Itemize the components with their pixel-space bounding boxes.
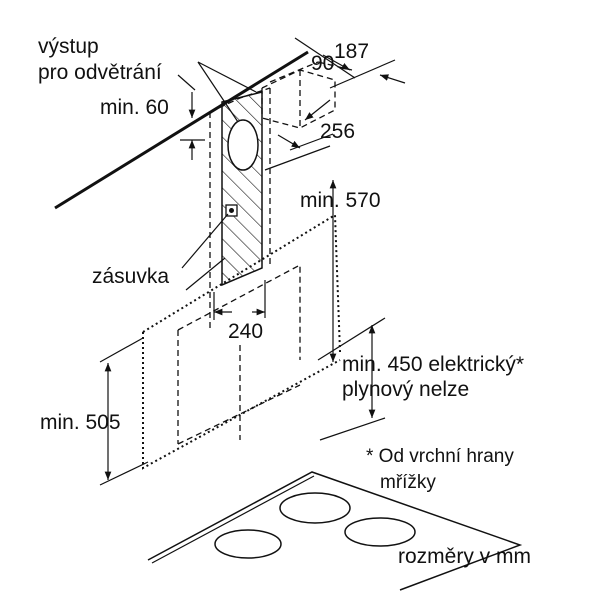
ceiling-box-dashed — [261, 61, 353, 129]
hood-outline-dotted — [142, 213, 341, 470]
cooktop — [147, 471, 523, 591]
burner-front-left — [214, 529, 282, 559]
vent-outlet-label-2: pro odvětrání — [38, 61, 162, 84]
dim-256-label: 256 — [320, 120, 356, 143]
vent-outlet-circle — [227, 119, 259, 171]
ceiling-line — [54, 50, 309, 210]
dim-187-label: 187 — [334, 40, 370, 63]
burner-back — [279, 492, 351, 524]
burner-front-right — [344, 517, 416, 547]
socket-symbol — [225, 204, 238, 217]
min-450-label: min. 450 elektrický* — [342, 353, 525, 376]
min-60-label: min. 60 — [100, 96, 169, 119]
socket-label: zásuvka — [92, 265, 170, 288]
dim-90-label: 90 — [311, 52, 335, 75]
min-570-label: min. 570 — [300, 189, 381, 212]
footnote-label: * Od vrchní hrany — [366, 446, 514, 467]
units-label: rozměry v mm — [398, 545, 531, 568]
dim-240-label: 240 — [228, 320, 264, 343]
vent-outlet-label: výstup — [38, 35, 99, 58]
min-450-label-2: plynový nelze — [342, 378, 470, 401]
footnote-label-2: mřížky — [380, 472, 436, 493]
hood-canopy-dashed — [177, 263, 301, 445]
dimension-lines — [99, 37, 406, 486]
min-505-label: min. 505 — [40, 411, 121, 434]
